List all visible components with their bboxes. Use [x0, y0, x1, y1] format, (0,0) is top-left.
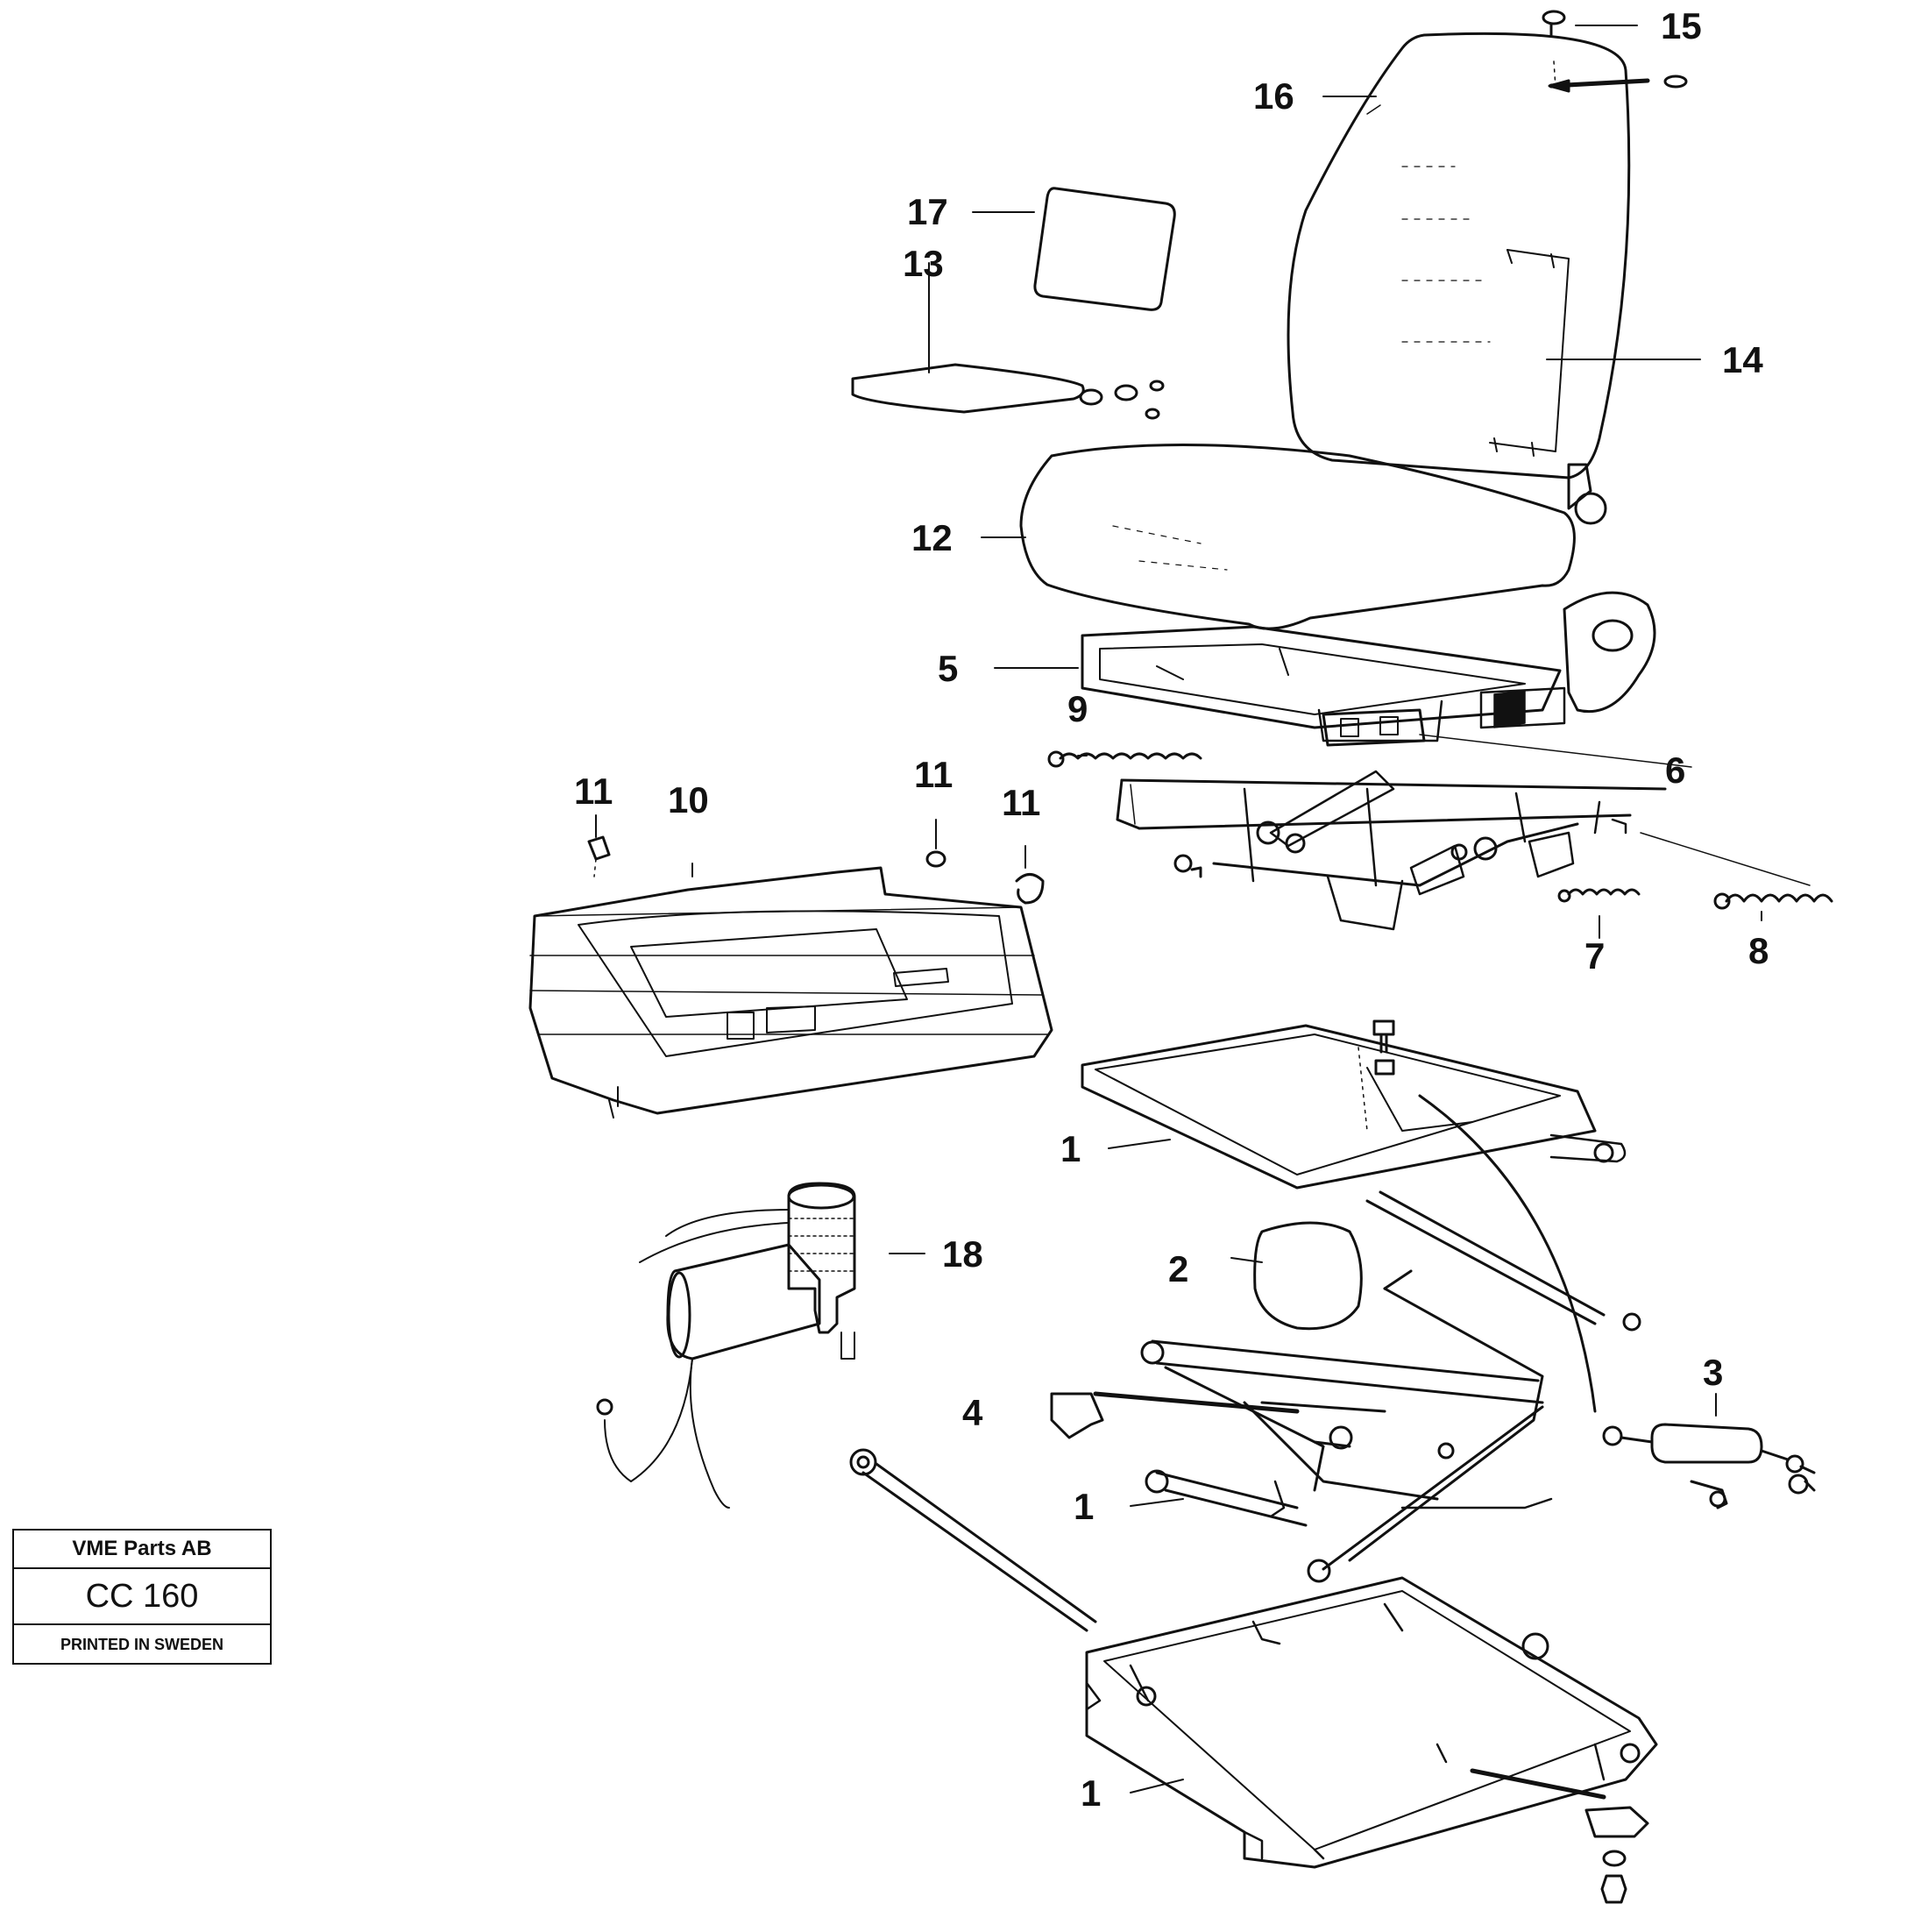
callout-18: 18 — [942, 1233, 983, 1275]
callout-16: 16 — [1253, 75, 1294, 117]
adjust-handle-part — [1563, 591, 1656, 714]
leader-lines — [595, 25, 1762, 1793]
scissor-mechanism-part — [1140, 1269, 1553, 1583]
stamp-diagram-code: CC 160 — [14, 1569, 270, 1625]
callout-3: 3 — [1703, 1352, 1723, 1393]
title-stamp: VME Parts AB CC 160 PRINTED IN SWEDEN — [12, 1529, 272, 1665]
callout-13: 13 — [903, 243, 944, 284]
callout-7: 7 — [1584, 935, 1605, 977]
callout-1-lower: 1 — [1081, 1772, 1101, 1814]
callout-1-upper: 1 — [1060, 1128, 1081, 1169]
bellows-cover-part — [528, 866, 1053, 1119]
callout-10: 10 — [668, 779, 709, 820]
seat-cushion-part — [1019, 444, 1576, 630]
stopper-part — [1253, 1221, 1363, 1331]
mount-bolt-part — [1584, 1806, 1649, 1904]
callout-11-left: 11 — [574, 771, 613, 812]
lower-rod-part — [849, 1448, 1097, 1632]
clip-part-a — [587, 835, 611, 877]
seat-board-part — [851, 363, 1165, 420]
pump-motor-part — [596, 1182, 856, 1509]
callout-12: 12 — [911, 517, 953, 558]
clip-part-b — [925, 850, 946, 868]
callout-2: 2 — [1168, 1248, 1188, 1289]
recline-knob-part — [1567, 463, 1607, 525]
spring-part-7 — [1557, 888, 1641, 903]
callout-9: 9 — [1067, 688, 1088, 729]
callout-11-middle: 11 — [914, 754, 953, 795]
stamp-company-name: VME Parts AB — [14, 1531, 270, 1569]
bolt-part — [1372, 1019, 1395, 1076]
backrest-part — [1287, 32, 1631, 479]
callout-labels: 15 16 17 13 14 12 5 9 6 11 10 11 11 7 8 … — [574, 5, 1769, 1814]
clip-part-c — [1015, 873, 1045, 905]
callout-15: 15 — [1661, 5, 1702, 46]
screw-part — [1542, 10, 1688, 93]
callout-11-right: 11 — [1002, 782, 1040, 823]
spring-part-9 — [1047, 750, 1202, 768]
callout-8: 8 — [1748, 930, 1769, 971]
callout-6: 6 — [1665, 749, 1685, 791]
damper-part — [1602, 1423, 1816, 1509]
bracket-part — [1050, 1391, 1300, 1439]
backrest-board-part — [1033, 187, 1176, 311]
stamp-printed-note: PRINTED IN SWEDEN — [60, 1636, 223, 1653]
control-switch-part — [1322, 686, 1692, 768]
seat-frame-part — [1081, 625, 1562, 742]
callout-14: 14 — [1722, 339, 1763, 380]
long-rod-part — [1365, 1094, 1641, 1413]
base-frame-part — [1085, 1576, 1658, 1869]
callout-17: 17 — [907, 191, 948, 232]
backrest-panel-part — [1489, 249, 1570, 457]
callout-5: 5 — [938, 648, 958, 689]
spring-part-8 — [1640, 832, 1833, 910]
callout-4: 4 — [962, 1392, 983, 1433]
upper-plate-part — [1081, 1024, 1627, 1190]
slide-mechanism-part — [1116, 770, 1667, 931]
callout-1-middle: 1 — [1074, 1486, 1094, 1527]
